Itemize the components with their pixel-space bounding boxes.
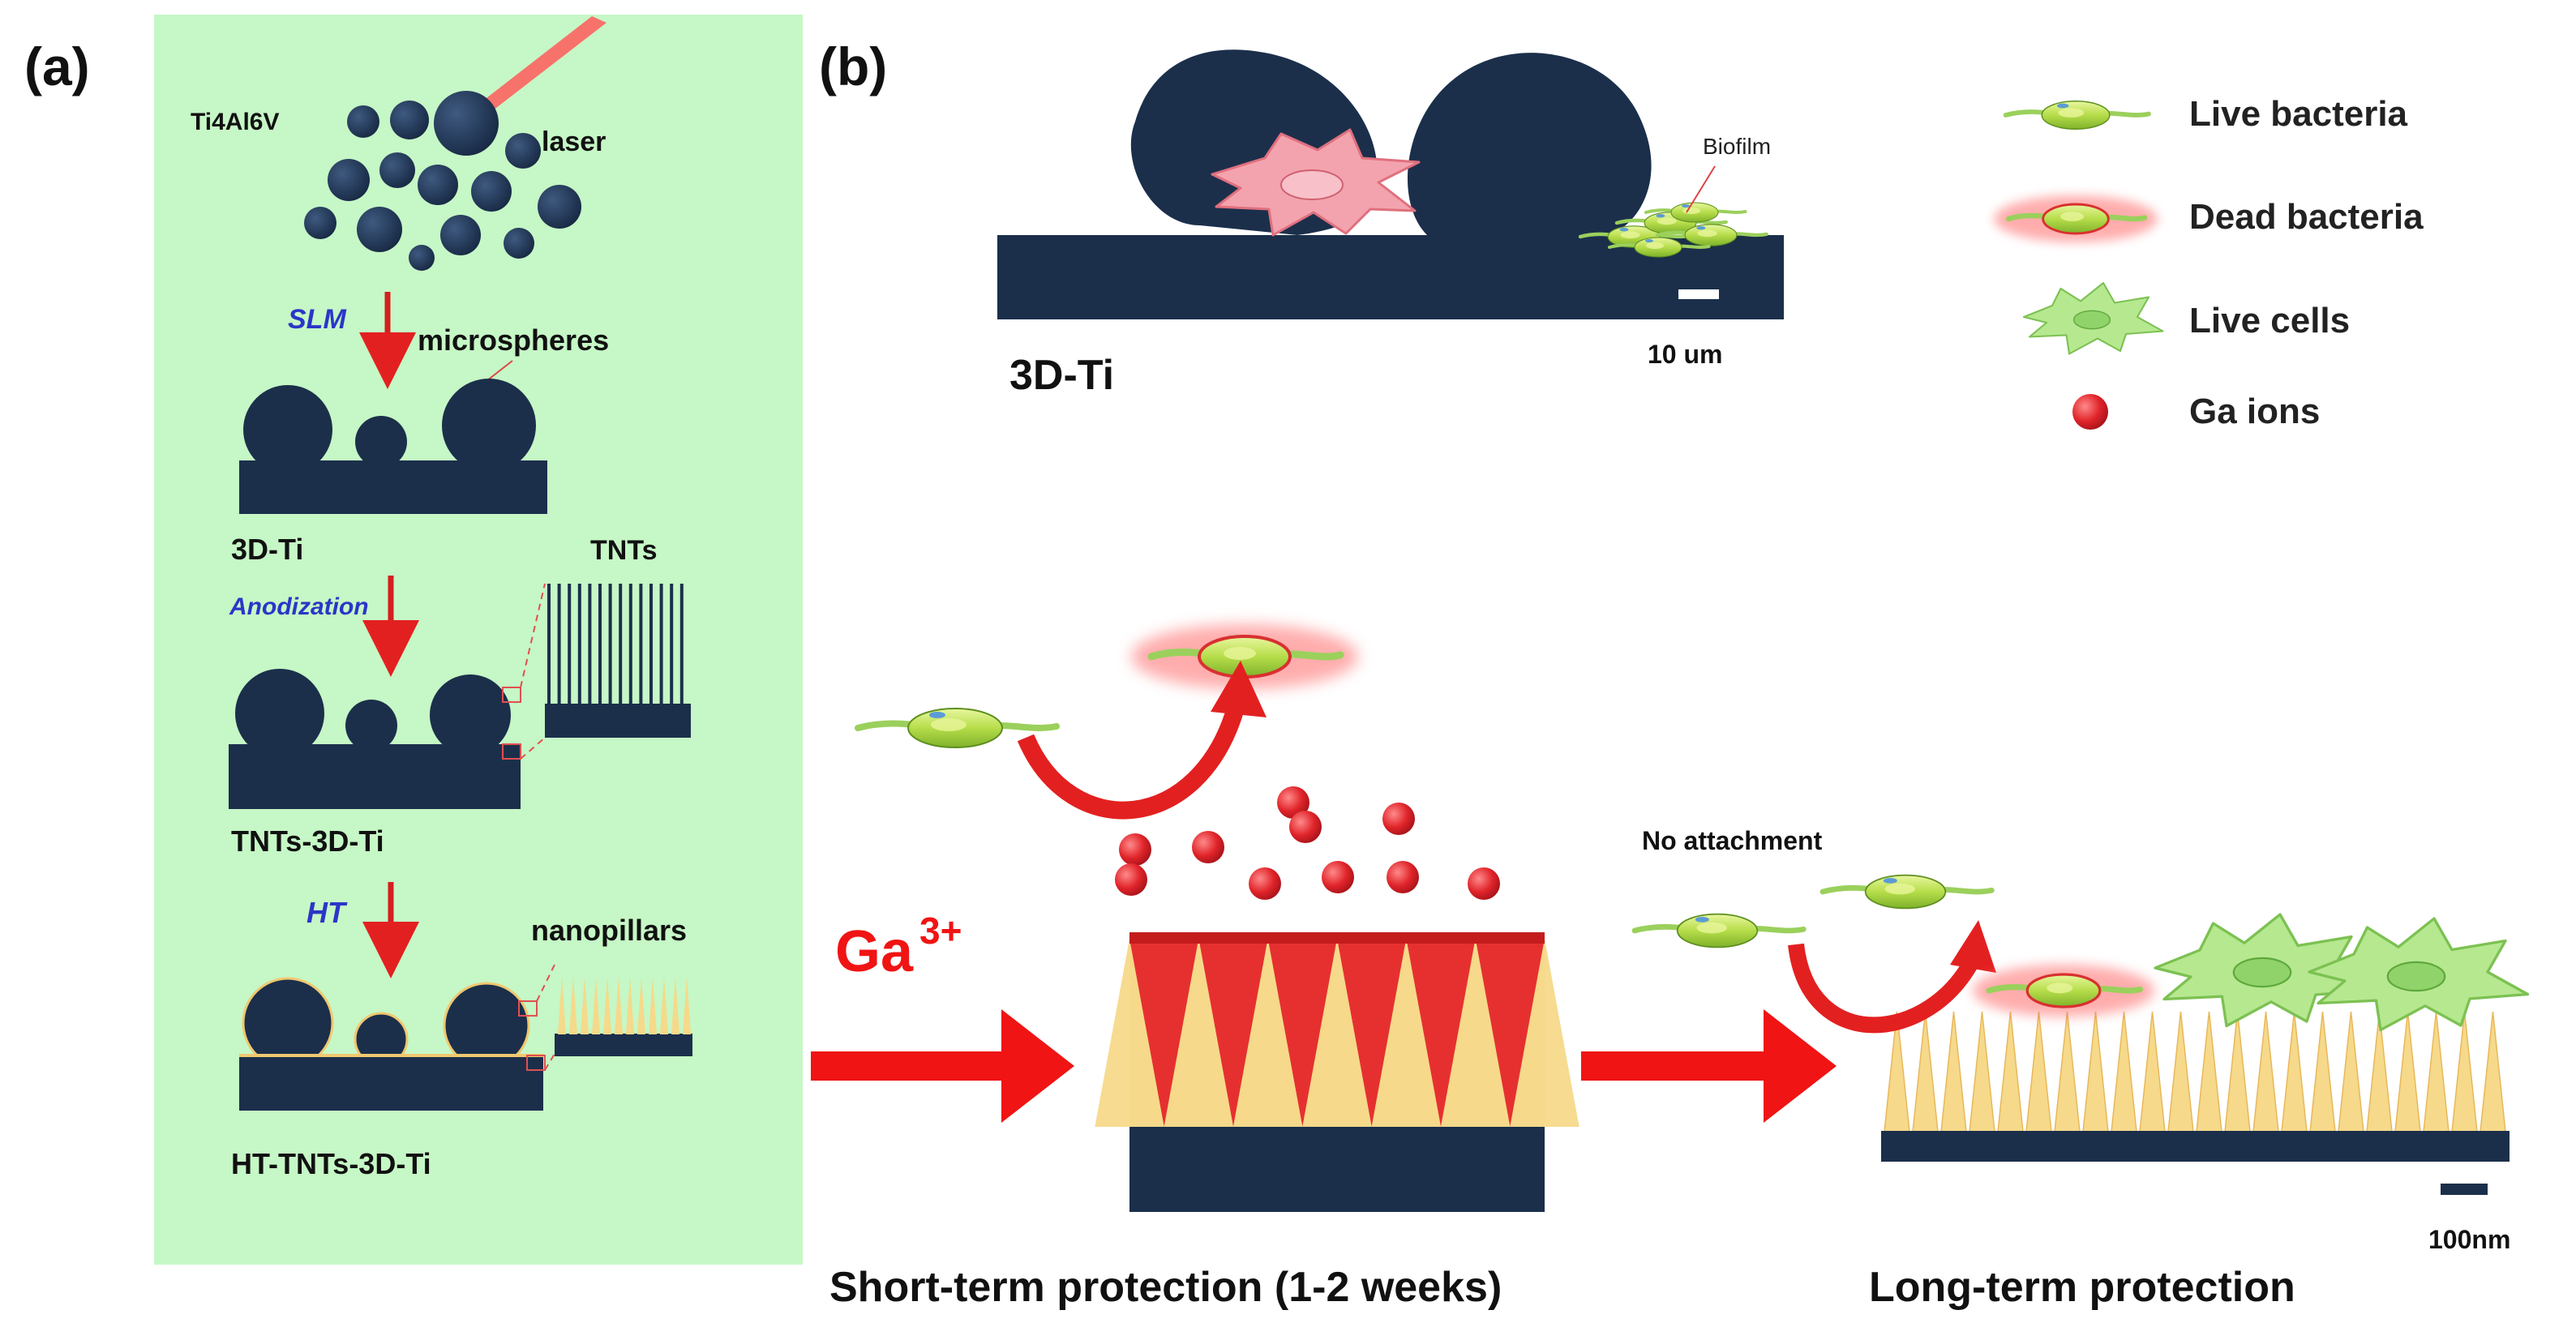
slm-step-label: SLM (288, 304, 346, 335)
legend-live-cells: Live cells (2189, 301, 2350, 340)
anodization-step-label: Anodization (229, 593, 369, 620)
repel-arrow-head (1950, 920, 1996, 973)
short-term-substrate (1129, 1127, 1545, 1212)
legend-ga-ions: Ga ions (2189, 392, 2320, 431)
short-term-caption: Short-term protection (1-2 weeks) (829, 1264, 1502, 1311)
legend-dead-bacteria: Dead bacteria (2189, 197, 2424, 237)
no-attachment-label: No attachment (1642, 826, 1823, 855)
long-term-substrate (1881, 1131, 2510, 1162)
scale-bar-top (1678, 289, 1719, 299)
ga-superscript: 3+ (919, 910, 962, 952)
repel-arrow (1788, 943, 1982, 1034)
scale-top-label: 10 um (1648, 340, 1722, 369)
ht-step-label: HT (306, 896, 348, 929)
laser-beam (469, 16, 606, 122)
live-bacteria-icon (2006, 101, 2149, 130)
panel-b-label: (b) (819, 36, 887, 96)
laser-label: laser (542, 126, 606, 157)
nanopillars-label: nanopillars (531, 914, 687, 947)
long-term-bacterium-2 (1823, 876, 1991, 909)
stage-3d-ti-label: 3D-Ti (231, 533, 303, 566)
stage-3d-ti-structure (239, 379, 547, 514)
stage-ht-label: HT-TNTs-3D-Ti (231, 1147, 431, 1180)
live-cell-icon (2022, 281, 2164, 355)
top-3d-ti-label: 3D-Ti (1009, 352, 1114, 399)
panel-a-label: (a) (24, 36, 90, 96)
stage-ht-structure (239, 964, 555, 1111)
nanopillars-inset (555, 977, 692, 1056)
long-term-dead-bacterium (1973, 965, 2154, 1017)
attached-cell (1211, 128, 1421, 237)
long-term-cell-2 (2308, 917, 2530, 1032)
stage-tnts-structure (229, 583, 546, 809)
microspheres-label: microspheres (418, 323, 609, 357)
alloy-label: Ti4Al6V (191, 109, 280, 135)
long-term-caption: Long-term protection (1869, 1264, 2295, 1311)
powder-cluster (304, 16, 606, 271)
tnts-inset (545, 584, 691, 738)
kill-arrow-1-head (1211, 661, 1267, 717)
top-3d-ti-structure (997, 49, 1784, 319)
long-term-nanopillars (1884, 1011, 2506, 1132)
ga-ion-cloud (1115, 786, 1500, 900)
long-term-bacterium-1 (1635, 914, 1803, 948)
scale-bottom-label: 100nm (2428, 1225, 2510, 1254)
ga-ion-icon (2072, 394, 2108, 430)
biofilm-label: Biofilm (1703, 134, 1771, 159)
microspheres-pointer (486, 360, 513, 382)
kill-arrow-1 (1017, 703, 1245, 820)
ga-base: Ga (835, 919, 914, 984)
stage-tnts-label: TNTs-3D-Ti (231, 824, 384, 858)
biofilm-pointer (1686, 165, 1716, 213)
dead-bacteria-icon (1994, 195, 2158, 242)
legend-live-bacteria: Live bacteria (2189, 94, 2408, 134)
legend: Live bacteria Dead bacteria Live cells G… (1994, 94, 2424, 431)
short-term-nanostructure (1095, 932, 1579, 1127)
process-arrow-1 (811, 1009, 1074, 1123)
process-arrow-2 (1581, 1009, 1837, 1123)
scale-bar-bottom (2441, 1184, 2488, 1195)
tnts-label: TNTs (590, 535, 657, 566)
